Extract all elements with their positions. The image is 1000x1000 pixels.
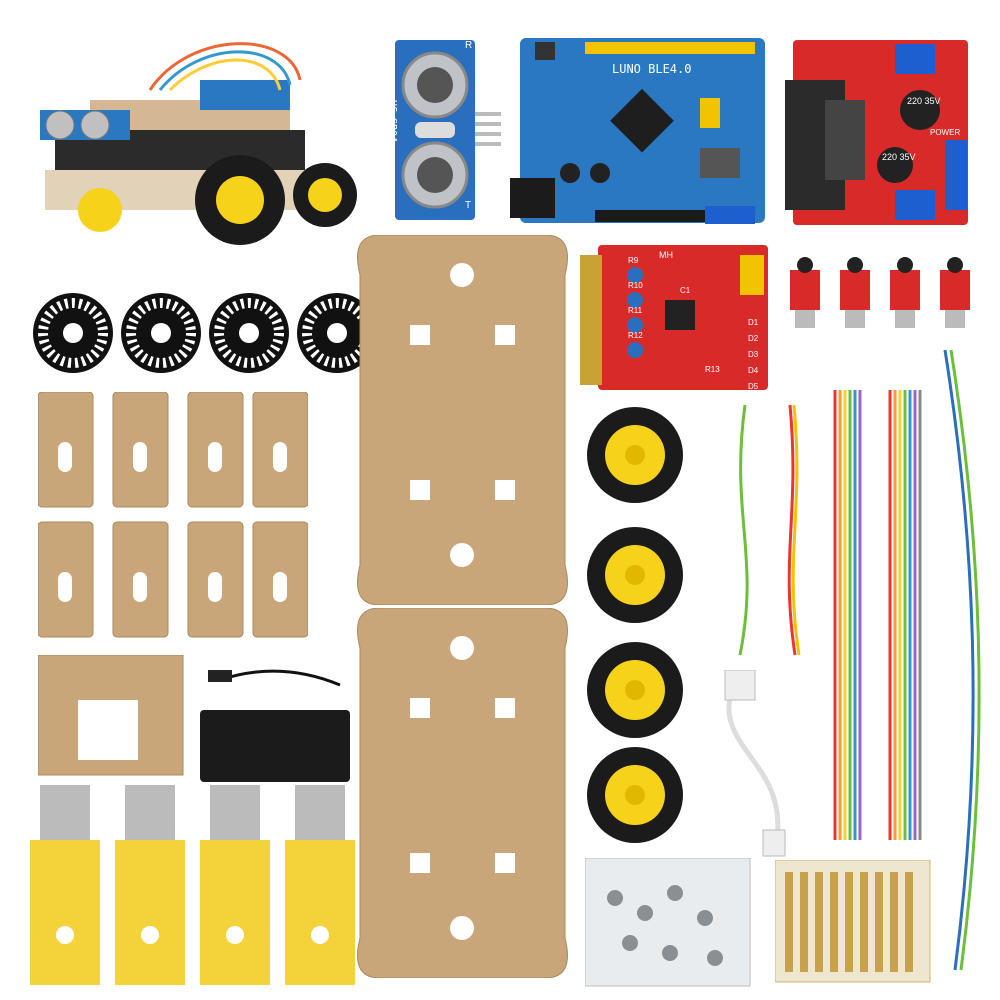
tracking-d4: D4: [748, 366, 759, 375]
tracking-c1: C1: [680, 286, 691, 295]
ultrasonic-model-label: HC-SR04: [387, 100, 398, 143]
wheels: [587, 407, 683, 843]
gear-motors: [30, 785, 355, 985]
screws-bag: [585, 858, 751, 987]
usb-cable: [724, 670, 786, 857]
gear-motor: [30, 785, 100, 985]
motor-driver-board: [785, 40, 968, 225]
gear-motor: [115, 785, 185, 985]
tracking-d1: D1: [748, 318, 759, 327]
tracking-r10: R10: [628, 281, 643, 290]
battery-box: [200, 669, 350, 782]
dupont-wire-bundles: [833, 390, 927, 840]
tracking-r12: R12: [628, 331, 643, 340]
ir-sensor: [940, 257, 970, 328]
capacitor-label-top: 220 35V: [907, 96, 941, 106]
tracking-d3: D3: [748, 350, 759, 359]
ir-sensors: [790, 257, 970, 328]
board-name-label: LUNO BLE4.0: [612, 62, 692, 76]
long-jumper-wire: [943, 349, 981, 971]
short-jumper-wires: [738, 404, 801, 656]
controller-board: [510, 38, 765, 224]
ir-sensor: [840, 257, 870, 328]
chassis-plate-bottom: [357, 608, 568, 978]
encoder-disc: [209, 293, 289, 373]
wheel: [587, 527, 683, 623]
ir-sensor: [890, 257, 920, 328]
ultrasonic-sensor: [395, 40, 501, 220]
wheel: [587, 407, 683, 503]
assembled-robot-car: [40, 42, 357, 245]
tracking-r9: R9: [628, 256, 639, 265]
chassis-plate-top: [357, 235, 568, 605]
holder-plate: [38, 655, 184, 776]
gear-motor: [285, 785, 355, 985]
encoder-disc: [33, 293, 113, 373]
encoder-discs: [33, 293, 377, 373]
standoffs-bag: [775, 860, 931, 983]
wheel: [587, 642, 683, 738]
capacitor-label-bottom: 220 35V: [882, 152, 916, 162]
ir-sensor: [790, 257, 820, 328]
tracking-d2: D2: [748, 334, 759, 343]
ultrasonic-r-label: R: [465, 40, 473, 51]
acrylic-brackets: [38, 392, 308, 638]
tracking-r13: R13: [705, 365, 720, 374]
wheel: [587, 747, 683, 843]
tracking-mark: MH: [659, 250, 673, 260]
tracking-r11: R11: [628, 306, 643, 315]
tracking-d5: D5: [748, 382, 759, 391]
power-label: POWER: [930, 128, 961, 137]
tracking-module: [580, 245, 768, 390]
gear-motor: [200, 785, 270, 985]
ultrasonic-t-label: T: [465, 200, 472, 211]
encoder-disc: [121, 293, 201, 373]
